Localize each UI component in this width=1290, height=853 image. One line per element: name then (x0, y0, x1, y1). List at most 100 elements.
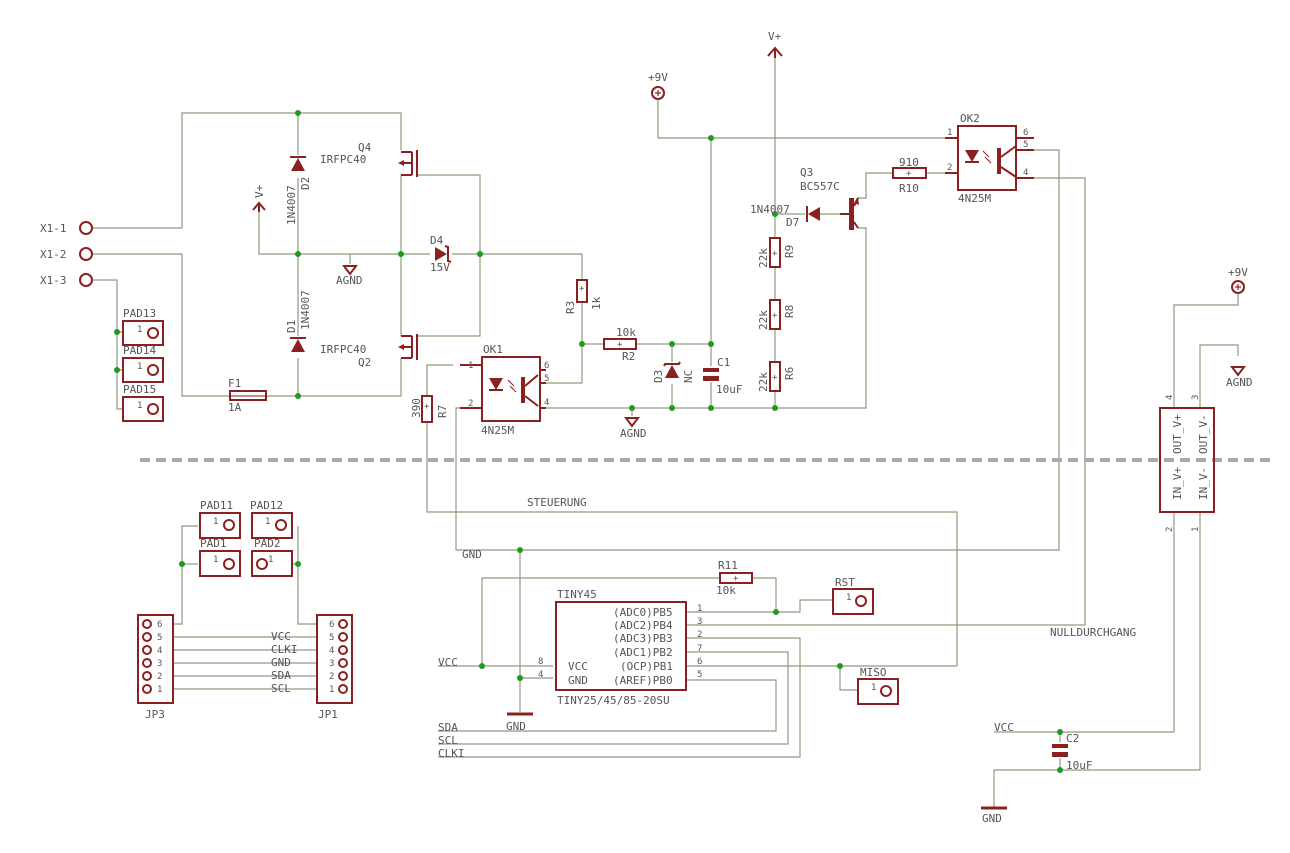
x1-3-label: X1-3 (40, 274, 67, 287)
r7-value: 390 (410, 398, 423, 418)
svg-text:22k: 22k (757, 310, 770, 330)
resistor-r3[interactable]: + R3 1k (564, 279, 603, 314)
pad12[interactable]: 1 PAD12 (250, 499, 293, 539)
x1-3-terminal[interactable] (79, 273, 93, 287)
q3-value: BC557C (800, 180, 840, 193)
pad-rst[interactable]: 1 RST (832, 576, 874, 615)
transistor-q3[interactable]: Q3 BC557C (800, 166, 859, 230)
pad1[interactable]: 1 PAD1 (199, 537, 241, 577)
diode-d7[interactable]: 1N4007 D7 (750, 203, 820, 229)
dcdc-converter[interactable]: IN_V+ OUT_V+ IN_V- OUT_V- 4 3 2 1 (1159, 395, 1215, 532)
svg-text:1: 1 (468, 361, 473, 371)
agnd-symbol-2: AGND (620, 417, 647, 440)
svg-text:R6: R6 (783, 367, 796, 380)
svg-text:2: 2 (947, 163, 952, 173)
svg-text:1: 1 (213, 517, 218, 527)
x1-1-terminal[interactable] (79, 221, 93, 235)
c1-label: C1 (717, 356, 730, 369)
gnd-symbol-1: GND (506, 712, 533, 733)
svg-text:22k: 22k (757, 372, 770, 392)
svg-text:GND: GND (982, 812, 1002, 825)
d7-value: 1N4007 (750, 203, 790, 216)
diode-d2[interactable]: 1N4007 D2 (285, 156, 312, 225)
resistor-r6[interactable]: + 22k R6 (757, 361, 796, 392)
tiny45-label: TINY45 (557, 588, 597, 601)
plus9v-supply-2: +9V (1228, 266, 1248, 294)
x1-2-label: X1-2 (40, 248, 67, 261)
plus9v-supply-1: +9V (648, 71, 668, 100)
ok2-value: 4N25M (958, 192, 991, 205)
x1-2-terminal[interactable] (79, 247, 93, 261)
resistor-r9[interactable]: + 22k R9 (757, 237, 796, 268)
header-jp3[interactable]: 6 5 4 3 2 1 JP3 (137, 614, 174, 721)
pad13[interactable]: 1 PAD13 (122, 307, 164, 346)
svg-text:2: 2 (329, 672, 334, 682)
svg-text:7: 7 (697, 644, 702, 654)
vplus-label-left: V+ (253, 184, 266, 198)
pad14[interactable]: 1 PAD14 (122, 344, 164, 383)
svg-text:5: 5 (157, 633, 162, 643)
capacitor-c1[interactable]: C1 10uF (703, 356, 743, 396)
fuse-f1[interactable]: F1 1A (228, 377, 267, 414)
svg-text:2: 2 (1165, 527, 1175, 532)
svg-text:1: 1 (137, 401, 142, 411)
jp1-label: JP1 (318, 708, 338, 721)
zener-d3[interactable]: D3 NC (652, 361, 695, 383)
pad15[interactable]: 1 PAD15 (122, 383, 164, 422)
svg-text:1: 1 (213, 555, 218, 565)
header-net-vcc: VCC (271, 630, 291, 643)
jp3-label: JP3 (145, 708, 165, 721)
svg-text:6: 6 (697, 657, 702, 667)
zener-d4[interactable]: D4 15V (430, 234, 452, 274)
d2-value: 1N4007 (285, 185, 298, 225)
resistor-r10[interactable]: + 910 R10 (892, 156, 927, 195)
d2-label: D2 (299, 177, 312, 190)
net-label-nulldurchgang: NULLDURCHGANG (1050, 626, 1136, 639)
svg-text:8: 8 (538, 657, 543, 667)
net-label-clki: CLKI (438, 747, 465, 760)
gnd-symbol-2: GND (981, 806, 1007, 825)
svg-text:+9V: +9V (1228, 266, 1248, 279)
pad13-label: PAD13 (123, 307, 156, 320)
net-label-steuerung: STEUERUNG (527, 496, 587, 509)
optocoupler-ok2[interactable]: 1 2 6 5 4 OK2 4N25M (945, 112, 1034, 205)
svg-text:1: 1 (1191, 527, 1201, 532)
svg-text:1: 1 (329, 685, 334, 695)
capacitor-c2[interactable]: C2 10uF (1052, 732, 1093, 772)
x1-1-label: X1-1 (40, 222, 67, 235)
pad-miso[interactable]: 1 MISO (857, 666, 899, 705)
net-label-sda: SDA (438, 721, 458, 734)
header-jp1[interactable]: 6 5 4 3 2 1 JP1 (316, 614, 353, 721)
svg-text:+: + (579, 284, 585, 294)
mosfet-q4[interactable]: Q4 IRFPC40 (320, 141, 418, 177)
svg-text:5: 5 (544, 374, 549, 384)
svg-text:22k: 22k (757, 248, 770, 268)
svg-text:(ADC2)PB4: (ADC2)PB4 (613, 619, 673, 632)
resistor-r8[interactable]: + 22k R8 (757, 299, 796, 330)
resistor-r7[interactable]: + 390 R7 (410, 395, 449, 423)
svg-text:+: + (424, 402, 430, 412)
resistor-r11[interactable]: + R11 10k (716, 559, 753, 597)
resistor-r2[interactable]: + 10k R2 (603, 326, 637, 363)
diode-d1[interactable]: 1N4007 D1 (285, 290, 312, 352)
mosfet-q2[interactable]: IRFPC40 Q2 (320, 334, 418, 369)
pad12-label: PAD12 (250, 499, 283, 512)
agnd-symbol-3: AGND (1226, 366, 1253, 389)
optocoupler-ok1[interactable]: 1 2 6 5 4 OK1 4N25M (460, 343, 549, 437)
r11-label: R11 (718, 559, 738, 572)
c2-label: C2 (1066, 732, 1079, 745)
svg-text:4: 4 (1165, 395, 1175, 400)
pad2[interactable]: 1 PAD2 (251, 537, 293, 577)
svg-text:(ADC1)PB2: (ADC1)PB2 (613, 646, 673, 659)
ok1-label: OK1 (483, 343, 503, 356)
f1-value: 1A (228, 401, 242, 414)
svg-text:GND: GND (568, 674, 588, 687)
vplus-supply-top: V+ (767, 30, 783, 58)
svg-text:+: + (906, 169, 912, 179)
svg-text:1: 1 (268, 555, 273, 565)
svg-text:V+: V+ (768, 30, 782, 43)
pad11[interactable]: 1 PAD11 (199, 499, 241, 539)
ic-tiny45[interactable]: TINY45 TINY25/45/85-20SU VCC GND 8 4 (AD… (538, 588, 702, 707)
svg-text:6: 6 (157, 620, 162, 630)
